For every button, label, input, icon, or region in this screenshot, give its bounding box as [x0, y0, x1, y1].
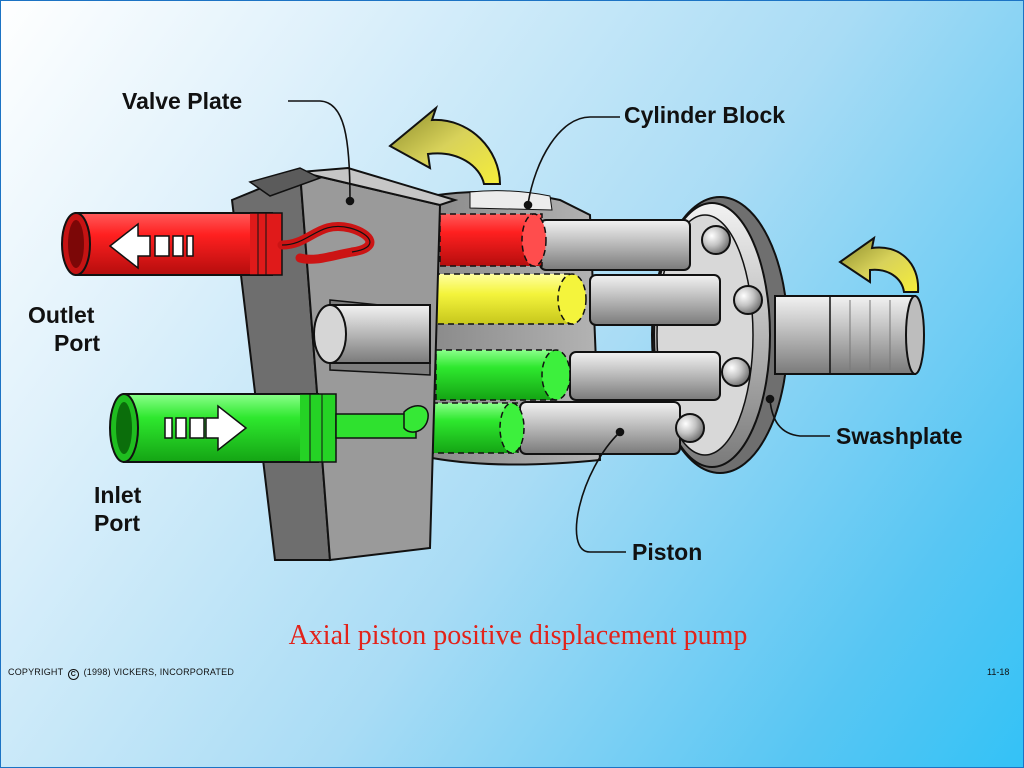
copyright-holder: (1998) VICKERS, INCORPORATED [83, 667, 235, 677]
copyright-prefix: COPYRIGHT [8, 667, 64, 677]
piston-rods [519, 219, 763, 455]
piston-label: Piston [632, 539, 703, 565]
leader-lines [288, 100, 830, 553]
copyright-notice: COPYRIGHT C (1998) VICKERS, INCORPORATED [8, 667, 234, 680]
valve-plate-label: Valve Plate [122, 88, 243, 114]
inlet-port-label-line1: Inlet [94, 482, 142, 508]
page-number: 11-18 [987, 667, 1010, 677]
cylinder-block-label: Cylinder Block [624, 102, 786, 128]
slide-caption: Axial piston positive displacement pump [288, 620, 748, 651]
inlet-flow-arrow-icon [164, 404, 248, 452]
inlet-port-label: Inlet Port [94, 481, 141, 537]
swashplate-label: Swashplate [836, 423, 963, 449]
drive-shaft [774, 295, 925, 375]
outlet-port-label: Outlet Port [28, 301, 100, 357]
copyright-symbol-icon: C [67, 669, 79, 680]
outlet-port-label-line2: Port [54, 330, 100, 356]
cylinder-chambers [431, 213, 587, 454]
outlet-port-label-line1: Outlet [28, 302, 95, 328]
inlet-port-label-line2: Port [94, 510, 140, 536]
center-shaft [313, 304, 431, 364]
shaft-rotation-arrow-icon [838, 235, 920, 293]
outlet-flow-arrow-icon [108, 222, 194, 270]
cylinder-rotation-arrow-icon [388, 105, 502, 185]
